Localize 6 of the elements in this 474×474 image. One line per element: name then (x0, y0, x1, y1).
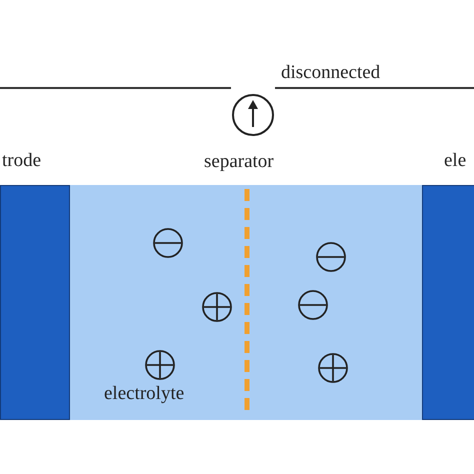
electrode-label: trode (2, 150, 42, 172)
electrolyte-region (70, 185, 422, 420)
status-label: disconnected (281, 62, 380, 84)
electrolyte-label: electrolyte (104, 383, 184, 405)
electrode-label: ele (444, 150, 466, 172)
separator-label: separator (204, 151, 274, 173)
